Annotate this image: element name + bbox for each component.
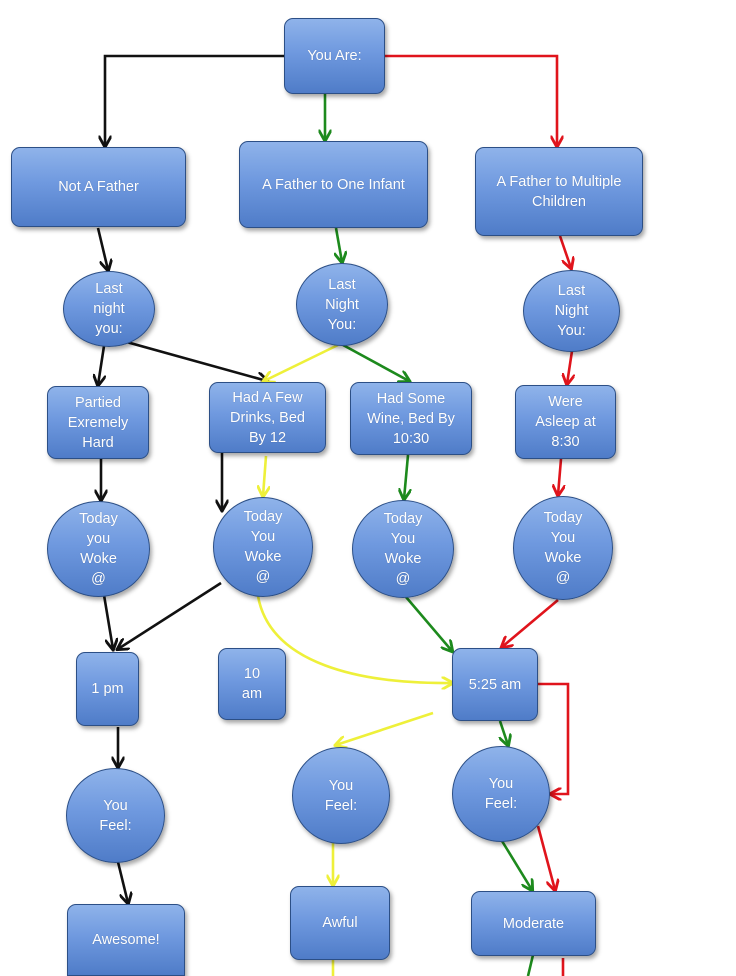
arrow-wine-to-woke — [404, 454, 408, 499]
arrow-not-father-to-last-night — [96, 227, 108, 270]
arrow-woke2-to-1pm — [118, 581, 222, 649]
node-last-night-you-2: Last Night You: — [296, 263, 388, 346]
node-today-you-woke-2: Today You Woke @ — [213, 497, 313, 597]
arrow-feel-to-moderate-green — [500, 840, 532, 890]
node-had-some-wine: Had Some Wine, Bed By 10:30 — [350, 382, 472, 455]
arrow-multiple-to-last-night — [558, 235, 571, 268]
arrow-woke3-to-525 — [405, 596, 452, 651]
arrow-last-night-to-few-drinks-yellow — [264, 343, 339, 381]
arrow-feel-to-awesome — [116, 861, 128, 903]
node-1pm: 1 pm — [76, 652, 139, 726]
arrow-525-to-feel — [500, 720, 508, 745]
arrow-asleep-to-woke — [558, 458, 561, 495]
node-awesome: Awesome! — [67, 904, 185, 976]
node-awful: Awful — [290, 886, 390, 960]
arrow-last-night-to-asleep — [567, 350, 572, 384]
arrow-you-are-to-not-father — [105, 54, 285, 146]
node-partied-extremely-hard: Partied Exremely Hard — [47, 386, 149, 459]
node-last-night-you-3: Last Night You: — [523, 270, 620, 352]
node-you-feel-1: You Feel: — [66, 768, 165, 863]
arrow-one-infant-to-last-night — [336, 227, 342, 262]
node-moderate: Moderate — [471, 891, 596, 956]
arrow-525-to-feel-yellow — [336, 711, 434, 745]
node-had-a-few-drinks: Had A Few Drinks, Bed By 12 — [209, 382, 326, 453]
node-you-feel-2: You Feel: — [292, 747, 390, 844]
node-you-feel-3: You Feel: — [452, 746, 550, 842]
arrow-last-night-to-few-drinks — [122, 339, 267, 381]
node-today-you-woke-4: Today You Woke @ — [513, 496, 613, 600]
arrow-feel-to-moderate-red — [536, 825, 555, 890]
arrow-few-drinks-to-woke-yellow — [263, 455, 266, 496]
node-father-one-infant: A Father to One Infant — [239, 141, 428, 228]
arrow-you-are-to-multiple — [385, 54, 557, 146]
arrow-woke1-to-1pm — [102, 594, 113, 649]
node-525am: 5:25 am — [452, 648, 538, 721]
node-father-multiple-children: A Father to Multiple Children — [475, 147, 643, 236]
node-today-you-woke-1: Today you Woke @ — [47, 501, 150, 597]
node-not-a-father: Not A Father — [11, 147, 186, 227]
arrow-last-night-to-partied — [98, 345, 104, 385]
node-were-asleep: Were Asleep at 8:30 — [515, 385, 616, 459]
node-last-night-you-1: Last night you: — [63, 271, 155, 347]
node-10am: 10 am — [218, 648, 286, 720]
arrow-woke2-to-525-yellow — [256, 595, 452, 683]
arrow-moderate-exit-green — [526, 954, 535, 976]
node-today-you-woke-3: Today You Woke @ — [352, 500, 454, 598]
node-you-are: You Are: — [284, 18, 385, 94]
arrow-last-night-to-wine — [342, 343, 409, 381]
arrow-525-to-feel-red — [538, 682, 570, 794]
arrow-woke4-to-525 — [502, 599, 559, 647]
